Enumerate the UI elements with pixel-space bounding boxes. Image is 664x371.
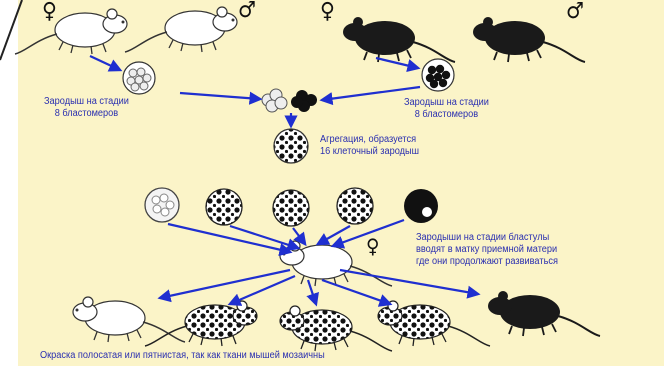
aggregated-16-cell-embryo (274, 129, 308, 163)
caption-blastula: Зародыши на стадии бластулы вводят в мат… (416, 232, 558, 268)
caption-right-embryo: Зародыш на стадии 8 бластомеров (404, 97, 489, 121)
caption-blastula-line-3: где они продолжают развиваться (416, 256, 558, 268)
caption-right-embryo-line-2: 8 бластомеров (404, 109, 489, 121)
caption-bottom: Окраска полосатая или пятнистая, так как… (40, 350, 325, 362)
male-symbol-white: ♂ (238, 5, 256, 17)
caption-left-embryo-line-1: Зародыш на стадии (44, 96, 129, 108)
mosaic-blastula-2 (273, 190, 309, 226)
dark-blastula (404, 189, 438, 223)
caption-aggregation: Агрегация, образуется 16 клеточный зарод… (320, 134, 419, 158)
caption-right-embryo-line-1: Зародыш на стадии (404, 97, 489, 109)
caption-left-embryo-line-2: 8 бластомеров (44, 108, 129, 120)
female-symbol-foster: ♀ (366, 240, 379, 252)
caption-blastula-line-2: вводят в матку приемной матери (416, 244, 558, 256)
white-8-cell-embryo (123, 62, 155, 94)
white-blastula (145, 188, 179, 222)
caption-blastula-line-1: Зародыши на стадии бластулы (416, 232, 558, 244)
mosaic-blastula-1 (206, 189, 242, 225)
caption-left-embryo: Зародыш на стадии 8 бластомеров (44, 96, 129, 120)
caption-aggregation-line-2: 16 клеточный зародыш (320, 146, 419, 158)
male-symbol-dark: ♂ (566, 6, 584, 18)
dark-8-cell-embryo (422, 59, 454, 91)
mosaic-blastula-3 (337, 188, 373, 224)
caption-aggregation-line-1: Агрегация, образуется (320, 134, 419, 146)
female-symbol-white: ♀ (42, 6, 57, 18)
female-symbol-dark: ♀ (320, 6, 335, 18)
